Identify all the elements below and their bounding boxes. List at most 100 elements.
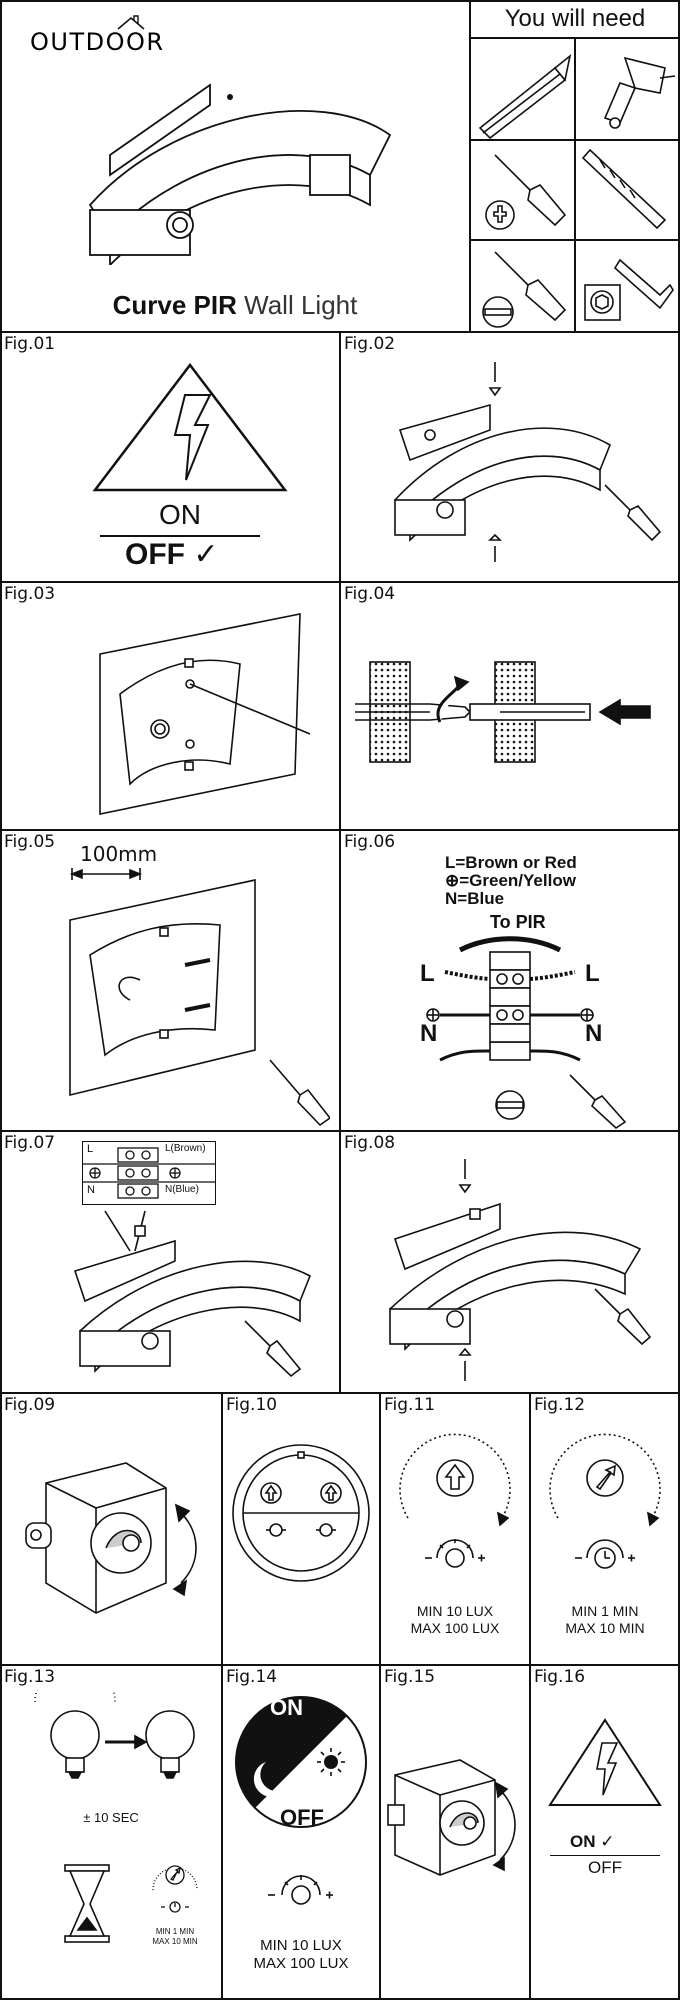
product-title-bold: Curve PIR xyxy=(112,290,237,320)
brand-logo: OUTDOOR xyxy=(30,15,165,54)
fig08: Fig.08 xyxy=(340,1131,680,1393)
fig13-small-range: MIN 1 MIN MAX 10 MIN xyxy=(130,1927,220,1947)
fig12: Fig.12 MIN 1 MIN MAX 10 MIN xyxy=(530,1393,680,1665)
live-left-label: L xyxy=(420,960,435,987)
fig06-wire-legend: L=Brown or Red ⊕=Green/Yellow N=Blue xyxy=(445,854,577,908)
fig03: Fig.03 xyxy=(0,582,340,830)
small-timer-dial-icon xyxy=(152,1865,198,1913)
fig05-distance-text: 100mm xyxy=(80,842,158,866)
fig14-range: MIN 10 LUX MAX 100 LUX xyxy=(222,1937,380,1973)
legend-live: L=Brown or Red xyxy=(445,853,577,872)
fig08-label: Fig.08 xyxy=(344,1133,396,1153)
allen-key-icon xyxy=(584,258,674,321)
product-illustration xyxy=(88,83,392,265)
fig11: Fig.11 MIN 10 LUX MAX 100 LUX xyxy=(380,1393,530,1665)
fig03-label: Fig.03 xyxy=(4,584,56,604)
fig01-off-row: OFF ✓ xyxy=(125,537,218,572)
terminal-block-diagram xyxy=(426,936,627,1130)
fig16-off-text: OFF xyxy=(588,1858,622,1877)
legend-neutral: N=Blue xyxy=(445,889,505,908)
tools-heading: You will need xyxy=(504,5,646,32)
fig13: Fig.13 ± 10 SEC xyxy=(0,1665,222,2000)
product-title-light: Wall Light xyxy=(244,290,358,320)
check-icon: ✓ xyxy=(193,537,219,572)
day-night-icon xyxy=(235,1696,367,1828)
fig10: Fig.10 xyxy=(222,1393,380,1665)
legend-earth: ⊕=Green/Yellow xyxy=(445,871,576,890)
fig12-label: Fig.12 xyxy=(534,1395,586,1415)
fig13-small-min: MIN 1 MIN xyxy=(155,1927,195,1936)
inset-n-label: N xyxy=(87,1184,95,1196)
fig12-max: MAX 10 MIN xyxy=(565,1620,645,1636)
fig01: Fig.01 ON OFF ✓ xyxy=(0,332,340,582)
fig07-wiring-inset: L N L(Brown) N(Blue) xyxy=(82,1141,216,1205)
check-icon: ✓ xyxy=(600,1832,615,1852)
fig13-label: Fig.13 xyxy=(4,1667,56,1687)
fig11-range: MIN 10 LUX MAX 100 LUX xyxy=(380,1603,530,1637)
drill-icon xyxy=(603,56,676,129)
fig07-label: Fig.07 xyxy=(4,1133,56,1153)
fig16-label: Fig.16 xyxy=(534,1667,586,1687)
live-right-label: L xyxy=(585,960,600,987)
neutral-left-label: N xyxy=(420,1020,438,1047)
fig16: Fig.16 ON ✓ OFF xyxy=(530,1665,680,2000)
fig15-label: Fig.15 xyxy=(384,1667,436,1687)
fig10-dial-illustration xyxy=(232,1444,370,1582)
fig11-label: Fig.11 xyxy=(384,1395,436,1415)
fig04-label: Fig.04 xyxy=(344,584,396,604)
fig11-max: MAX 100 LUX xyxy=(410,1620,500,1636)
fig09: Fig.09 xyxy=(0,1393,222,1665)
fig04: Fig.04 xyxy=(340,582,680,830)
fig12-min: MIN 1 MIN xyxy=(571,1603,639,1619)
bulb-transition-icon xyxy=(34,1690,195,1779)
fig13-small-max: MAX 10 MIN xyxy=(152,1937,198,1946)
lux-dial-icon xyxy=(399,1433,511,1568)
fig09-sensor-illustration xyxy=(25,1462,197,1614)
phillips-screwdriver-icon xyxy=(485,154,567,230)
fig12-range: MIN 1 MIN MAX 10 MIN xyxy=(530,1603,680,1637)
fig14-min: MIN 10 LUX xyxy=(260,1937,342,1954)
product-title: Curve PIR Wall Light xyxy=(0,290,470,321)
timer-dial-icon xyxy=(549,1433,661,1569)
high-voltage-warning-icon xyxy=(92,362,288,492)
fig16-warning-icon xyxy=(548,1718,662,1806)
fig16-divider xyxy=(550,1855,660,1856)
pencil-icon xyxy=(478,53,572,140)
fig14-on-text: ON xyxy=(270,1695,303,1720)
fig16-on-row: ON ✓ xyxy=(570,1832,614,1852)
fig02-illustration xyxy=(393,362,662,562)
fig04-illustration xyxy=(355,661,651,763)
to-pir-label: To PIR xyxy=(490,912,546,932)
fig14-max: MAX 100 LUX xyxy=(253,1955,349,1972)
fig06: Fig.06 L=Brown or Red ⊕=Green/Yellow N=B… xyxy=(340,830,680,1131)
drill-bit-icon xyxy=(581,148,667,230)
fig07: Fig.07 L N L(Brown) N(Blue) xyxy=(0,1131,340,1393)
fig13-time: ± 10 SEC xyxy=(83,1810,139,1825)
fig01-divider xyxy=(100,535,260,537)
fig16-on-text: ON xyxy=(570,1832,596,1851)
fig01-on-text: ON xyxy=(159,499,201,530)
fig07-illustration xyxy=(73,1210,312,1378)
neutral-right-label: N xyxy=(585,1020,603,1047)
flathead-screwdriver-icon xyxy=(482,251,567,328)
fig08-illustration xyxy=(388,1159,652,1381)
hourglass-icon xyxy=(64,1864,110,1943)
fig15: Fig.15 xyxy=(380,1665,530,2000)
fig05-label: Fig.05 xyxy=(4,832,56,852)
brand-name: OUTDOOR xyxy=(30,28,165,54)
inset-l-label: L xyxy=(87,1143,94,1155)
inset-blue-label: N(Blue) xyxy=(165,1184,199,1195)
fig14: Fig.14 ON OFF MIN 10 LUX MAX 100 LUX xyxy=(222,1665,380,2000)
fig05-illustration xyxy=(69,868,330,1127)
fig02-label: Fig.02 xyxy=(344,334,396,354)
fig06-label: Fig.06 xyxy=(344,832,396,852)
fig10-label: Fig.10 xyxy=(226,1395,278,1415)
fig01-off-text: OFF xyxy=(125,538,185,571)
fig11-min: MIN 10 LUX xyxy=(416,1603,494,1619)
product-header: OUTDOOR Curve PIR Wall Light xyxy=(0,0,470,332)
fig02: Fig.02 xyxy=(340,332,680,582)
fig05: Fig.05 100mm xyxy=(0,830,340,1131)
fig14-label: Fig.14 xyxy=(226,1667,278,1687)
fig15-sensor-illustration xyxy=(387,1759,516,1876)
